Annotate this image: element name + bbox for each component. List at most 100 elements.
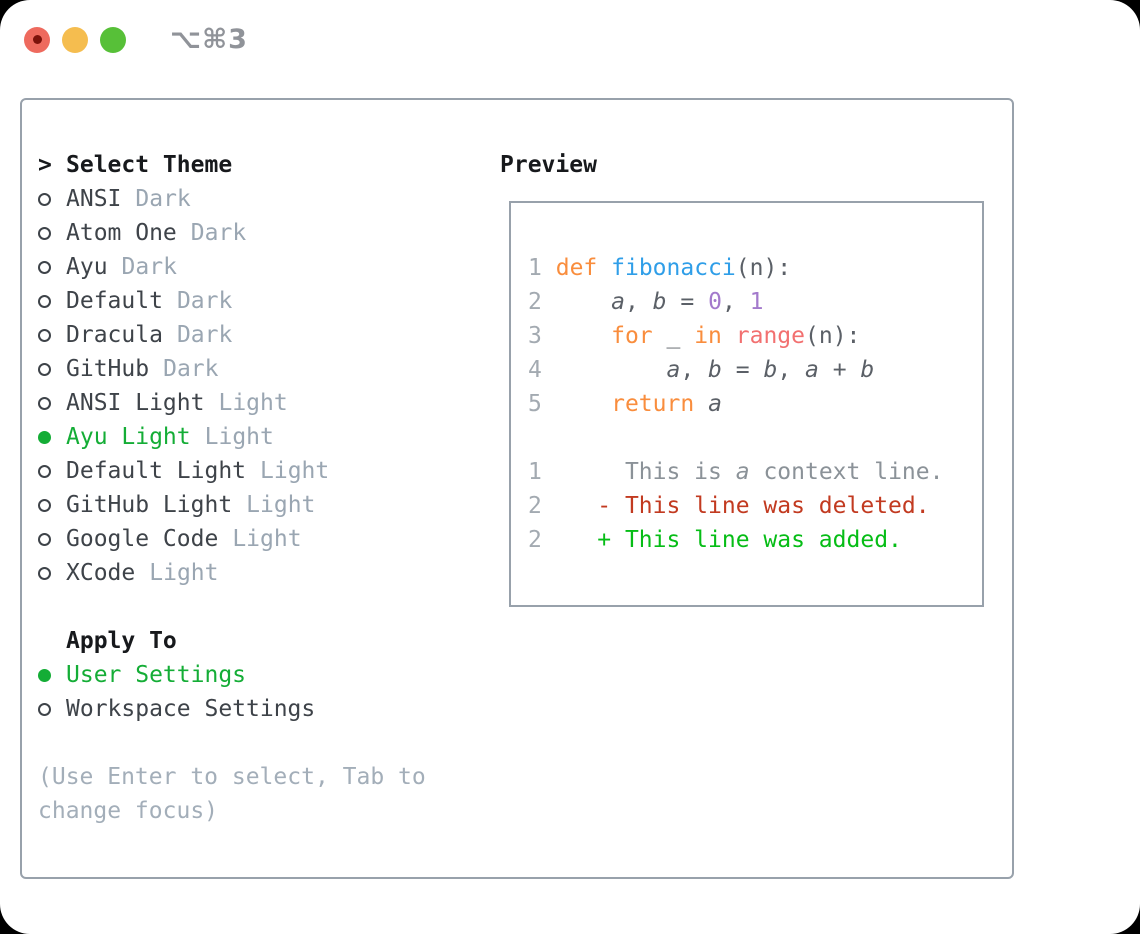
code-segment: 3 — [528, 323, 542, 349]
radio-circle — [38, 192, 51, 206]
preview-title: Preview — [500, 152, 597, 178]
apply-to-option-workspace-settings[interactable]: Workspace Settings — [38, 692, 426, 726]
radio-circle — [38, 430, 51, 444]
code-segment: , — [680, 357, 709, 383]
radio-unselected-icon — [38, 498, 66, 512]
code-segment: context line. — [749, 459, 944, 485]
theme-name: Dracula — [66, 322, 163, 348]
radio-circle — [38, 328, 51, 342]
radio-unselected-icon — [38, 260, 66, 274]
focus-cursor-marker: > — [38, 152, 52, 178]
code-segment: a — [735, 459, 750, 485]
code-segment: 1 — [528, 459, 542, 485]
theme-option-ansi[interactable]: ANSI Dark — [38, 182, 426, 216]
minimize-button[interactable] — [62, 26, 88, 53]
apply-to-option-user-settings[interactable]: User Settings — [38, 658, 426, 692]
radio-circle — [38, 464, 51, 478]
theme-name: Ayu Light — [66, 424, 191, 450]
theme-variant-badge: Light — [232, 526, 302, 552]
theme-variant-badge: Dark — [135, 186, 191, 212]
code-segment — [542, 357, 667, 383]
radio-selected-icon — [38, 668, 66, 682]
code-segment: b — [860, 357, 875, 383]
code-segment — [542, 289, 611, 315]
code-segment — [542, 527, 597, 553]
spacer-row — [38, 590, 426, 624]
theme-name: GitHub Light — [66, 492, 233, 518]
theme-option-google-code[interactable]: Google Code Light — [38, 522, 426, 556]
theme-option-ansi-light[interactable]: ANSI Light Light — [38, 386, 426, 420]
code-line: 1 This is a context line. — [528, 455, 943, 489]
code-segment: (n): — [805, 323, 861, 349]
theme-name: ANSI Light — [66, 390, 205, 416]
theme-name: ANSI — [66, 186, 122, 212]
radio-unselected-icon — [38, 702, 66, 716]
radio-circle — [38, 294, 51, 308]
radio-unselected-icon — [38, 464, 66, 478]
code-line: 3 for _ in range(n): — [528, 319, 943, 353]
code-segment: 4 — [528, 357, 542, 383]
code-segment: 2 — [528, 527, 542, 553]
theme-name: Default — [66, 288, 163, 314]
code-segment: (n): — [735, 255, 792, 281]
code-segment: 0 — [708, 289, 722, 315]
code-segment: in — [694, 323, 722, 349]
radio-unselected-icon — [38, 192, 66, 206]
code-segment: range — [735, 323, 806, 349]
apply-to-option-label: User Settings — [66, 662, 247, 688]
maximize-button[interactable] — [100, 26, 126, 53]
code-segment: fibonacci — [611, 255, 736, 281]
theme-name: XCode — [66, 560, 136, 586]
code-segment — [542, 391, 611, 417]
theme-variant-badge: Dark — [176, 288, 233, 314]
code-line: 4 a, b = b, a + b — [528, 353, 943, 387]
theme-name: GitHub — [66, 356, 150, 382]
radio-unselected-icon — [38, 226, 66, 240]
theme-name: Atom One — [66, 220, 177, 246]
radio-circle — [38, 668, 51, 682]
radio-unselected-icon — [38, 566, 66, 580]
radio-circle — [38, 498, 51, 512]
theme-variant-badge: Light — [218, 390, 288, 416]
code-segment: a — [666, 357, 681, 383]
close-button[interactable] — [24, 26, 50, 53]
radio-circle — [38, 566, 51, 580]
code-segment — [542, 493, 597, 519]
radio-circle — [38, 226, 51, 240]
theme-variant-badge: Dark — [163, 356, 219, 382]
radio-circle — [38, 362, 51, 376]
radio-circle — [38, 260, 51, 274]
radio-unselected-icon — [38, 396, 66, 410]
code-segment — [542, 323, 611, 349]
theme-option-default[interactable]: Default Dark — [38, 284, 426, 318]
theme-name: Google Code — [66, 526, 219, 552]
code-line: 2 a, b = 0, 1 — [528, 285, 943, 319]
radio-selected-icon — [38, 430, 66, 444]
apply-to-option-label: Workspace Settings — [66, 696, 316, 722]
code-segment — [597, 255, 611, 281]
code-segment: + — [818, 357, 861, 383]
code-segment — [542, 255, 556, 281]
window-title-shortcut: ⌥⌘3 — [170, 24, 248, 55]
code-line: 1 def fibonacci(n): — [528, 251, 943, 285]
radio-unselected-icon — [38, 362, 66, 376]
theme-option-github[interactable]: GitHub Dark — [38, 352, 426, 386]
code-segment: 2 — [528, 493, 542, 519]
code-segment: def — [555, 255, 598, 281]
titlebar: ⌥⌘3 — [24, 24, 248, 55]
theme-name: Ayu — [66, 254, 108, 280]
code-segment: , — [624, 289, 653, 315]
code-segment: 1 — [749, 289, 764, 315]
code-segment: b — [652, 289, 667, 315]
code-line — [528, 421, 943, 455]
